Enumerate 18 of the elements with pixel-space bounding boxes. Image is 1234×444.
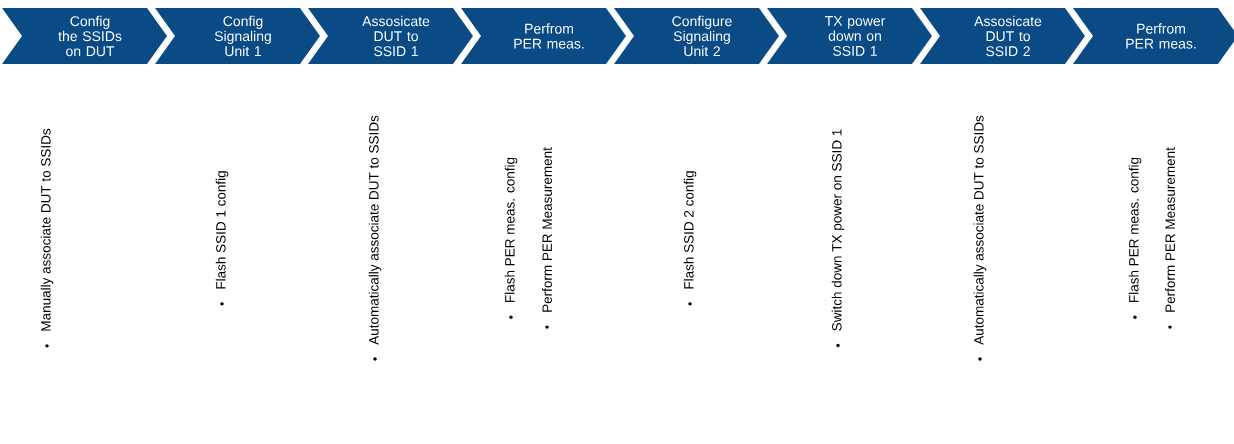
chevron-step: Assosicate DUT to SSID 1 (308, 8, 473, 64)
bullet-item: Perform PER Measurement (1165, 147, 1175, 329)
chevron-step: Assosicate DUT to SSID 2 (920, 8, 1085, 64)
bullet-item: Flash SSID 1 config (215, 171, 229, 306)
bullet-item: Automatically associate DUT to SSIDs (368, 115, 382, 361)
bullet-item: Perform PER Measurement (542, 147, 552, 329)
bullet-item: Manually associate DUT to SSIDs (40, 128, 54, 348)
bullet-item: Automatically associate DUT to SSIDs (973, 115, 987, 361)
chevron-step: TX power down on SSID 1 (767, 8, 932, 64)
chevron-step: Config the SSIDs on DUT (2, 8, 167, 64)
chevron-step: Perfrom PER meas. (461, 8, 626, 64)
bullet-item: Flash PER meas. config (1128, 157, 1142, 319)
chevron-step: Perfrom PER meas. (1073, 8, 1234, 64)
chevron-step: Configure Signaling Unit 2 (614, 8, 779, 64)
bullet-item: Switch down TX power on SSID 1 (831, 129, 845, 348)
bullet-item: Flash PER meas. config (504, 157, 518, 319)
chevron-step: Config Signaling Unit 1 (155, 8, 320, 64)
bullet-item: Flash SSID 2 config (683, 171, 697, 306)
